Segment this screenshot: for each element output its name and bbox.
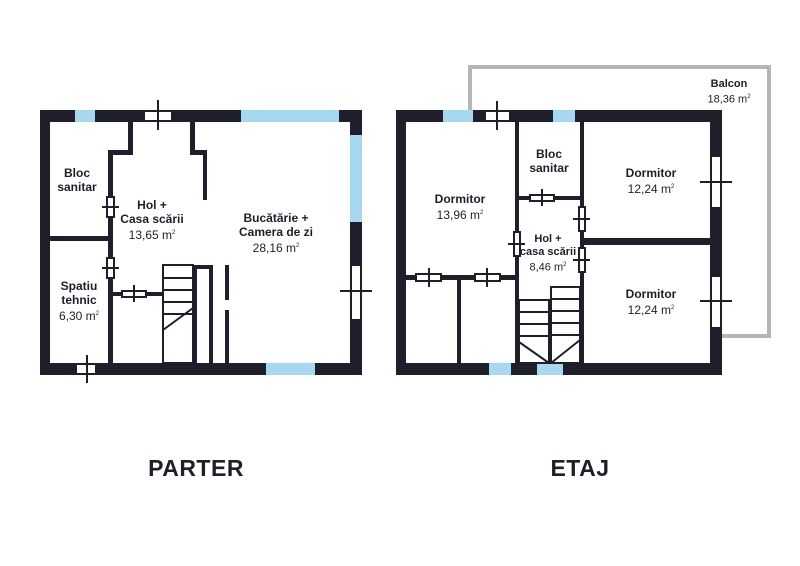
room-name: Bloc sanitar [57, 166, 97, 194]
parter-doors [75, 100, 372, 383]
room-area: 8,46 m2 [529, 261, 567, 274]
room-dormitor-3: Dormitor 12,24 m2 [626, 287, 677, 317]
room-name: Balcon [710, 78, 748, 90]
room-bloc-sanitar-etaj: Bloc sanitar [529, 147, 568, 175]
room-area: 12,24 m2 [627, 303, 675, 317]
room-name: Bucătărie + [243, 211, 309, 225]
room-area: 28,16 m2 [252, 241, 300, 255]
room-name: Spatiu [60, 279, 98, 293]
room-area: 13,96 m2 [436, 208, 484, 222]
balcony-outline [468, 65, 771, 338]
room-balcon: Balcon 18,36 m2 [707, 78, 750, 107]
room-name: Dormitor [625, 287, 677, 301]
room-spatiu-tehnic: Spatiu tehnic 6,30 m2 [59, 279, 99, 323]
parter-stairs [162, 264, 194, 364]
room-name: Casa scării [120, 212, 184, 226]
room-bloc-sanitar-parter: Bloc sanitar [52, 166, 102, 194]
room-name: casa scării [519, 246, 577, 258]
room-name: Hol + [534, 233, 562, 245]
room-area: 12,24 m2 [627, 182, 675, 196]
room-name: Camera de zi [238, 225, 314, 239]
room-area: 18,36 m2 [707, 93, 751, 106]
parter-title: PARTER [148, 455, 244, 481]
room-name: Hol + [137, 198, 167, 212]
parter-windows [75, 110, 362, 375]
room-name: Dormitor [434, 192, 486, 206]
room-name: Dormitor [625, 166, 677, 180]
etaj-stairs [518, 286, 581, 364]
room-name: sanitar [529, 161, 569, 175]
room-hol-etaj: Hol + casa scării 8,46 m2 [520, 233, 576, 275]
etaj-doors [415, 101, 732, 329]
etaj-title: ETAJ [550, 455, 610, 481]
room-name: Bloc [535, 147, 563, 161]
room-dormitor-2: Dormitor 12,24 m2 [626, 166, 677, 196]
room-name: tehnic [61, 293, 97, 307]
etaj-windows [443, 110, 575, 375]
room-bucatarie: Bucătărie + Camera de zi 28,16 m2 [239, 211, 313, 255]
parter-walls [40, 110, 362, 375]
room-area: 6,30 m2 [58, 309, 100, 323]
room-hol-parter: Hol + Casa scării 13,65 m2 [120, 198, 183, 242]
room-dormitor-1: Dormitor 13,96 m2 [435, 192, 486, 222]
room-area: 13,65 m2 [128, 228, 176, 242]
